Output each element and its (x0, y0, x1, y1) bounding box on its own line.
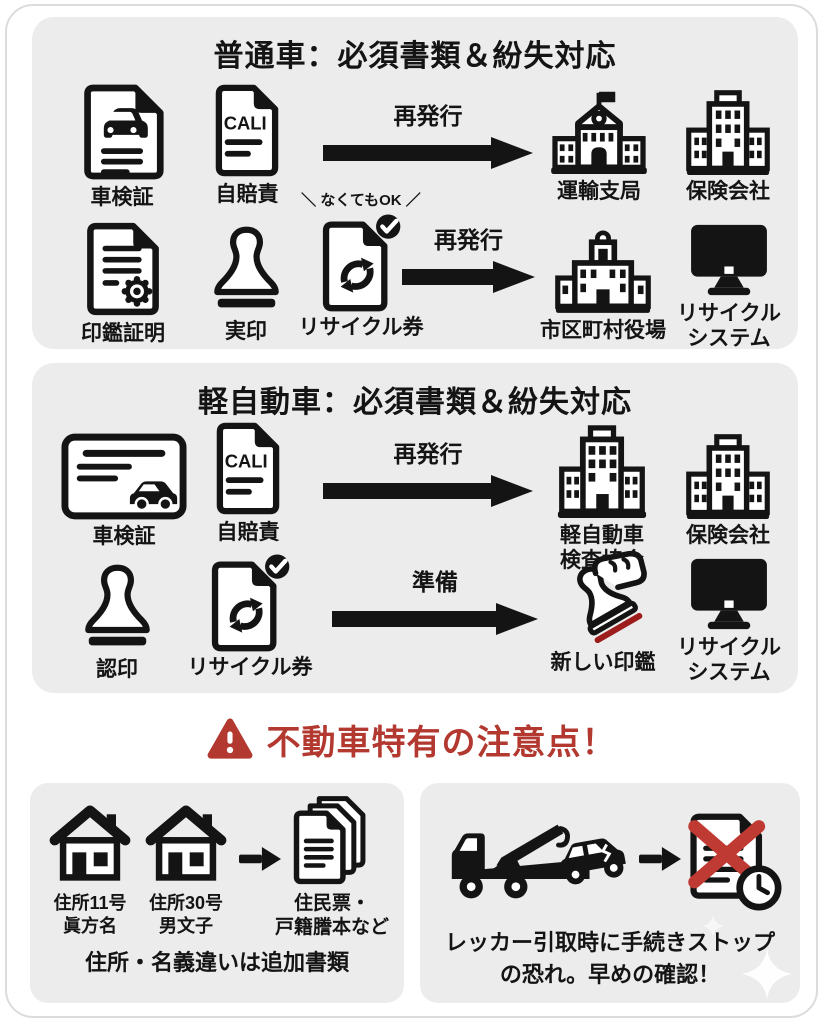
mitomein-item: 認印 (66, 563, 168, 683)
stamp-icon (80, 563, 155, 653)
insurance-building-icon (685, 433, 771, 519)
hand-holding-stamp-icon (577, 550, 647, 644)
reissue-arrow-kei-row1: 再発行 (322, 435, 534, 509)
arrow-label: 再発行 (393, 103, 463, 129)
item-label: リサイクル券 (298, 316, 424, 339)
item-label: 運輸支局 (557, 180, 641, 203)
warning-text: 不動車特有の注意点！ (266, 723, 617, 762)
recycle-system-monitor-icon (689, 557, 769, 631)
transport-bureau-item: 運輸支局 (537, 87, 661, 205)
kei-insurance-company-item: 保険会社 (672, 433, 784, 549)
regular-section-title: 普通車：必須書類＆紛失対応 (213, 40, 617, 73)
city-office-item: 市区町村役場 (534, 227, 672, 344)
item-label-line1: リサイクル (677, 302, 781, 325)
house-icon (145, 805, 227, 883)
stamp-icon (209, 225, 284, 315)
insurance-building-icon (685, 89, 771, 175)
prepare-arrow: 準備 (332, 563, 538, 637)
tow-truck-broken-car-icon (451, 824, 626, 899)
right-arrow-icon (402, 261, 535, 293)
warning-heading: 不動車特有の注意点！ (7, 709, 816, 769)
item-label: 保険会社 (686, 524, 770, 547)
item-label: 車検証 (90, 186, 154, 209)
transport-bureau-building-icon (551, 91, 647, 175)
small-right-arrow-icon (639, 847, 681, 871)
kei-inspection-org-item: 軽自動車 検査協会 (538, 425, 666, 574)
house2-label-line1: 住所30号 (148, 893, 224, 913)
address-mismatch-card: 住所11号 眞方名 住所30号 男文子 (30, 783, 404, 1003)
infographic-canvas: 普通車：必須書類＆紛失対応 車検証 自賠責 再発行 (5, 4, 818, 1018)
item-label-line2: システム (687, 326, 771, 350)
tow-caption-line2: の恐れ。早めの確認！ (499, 961, 721, 987)
right-arrow-icon (323, 137, 533, 169)
small-right-arrow-icon (239, 847, 281, 871)
reissue-arrow-row2: 再発行 (402, 221, 535, 295)
documents-stack-icon (293, 796, 366, 885)
item-label-line1: リサイクル (677, 636, 781, 659)
tow-card-caption: レッカー引取時に手続きストップ の恐れ。早めの確認！ (420, 927, 800, 991)
cali-doc-icon (212, 83, 282, 178)
item-label: 自賠責 (215, 183, 279, 206)
right-arrow-icon (332, 603, 538, 635)
extra-documents-item: 住民票・ 戸籍謄本など (275, 795, 390, 940)
house2-item: 住所30号 男文子 (130, 805, 242, 937)
item-label: 保険会社 (686, 180, 770, 203)
address-card-caption: 住所・名義違いは追加書類 (84, 950, 349, 975)
documents-label-line2: 戸籍謄本など (275, 916, 390, 938)
stopped-paperwork-clock-icon (688, 813, 782, 911)
arrow-label: 準備 (412, 569, 458, 595)
arrow-label: 再発行 (434, 227, 503, 253)
item-label: 認印 (96, 658, 138, 681)
kei-shaken-cert-item: 車検証 (57, 433, 191, 550)
recycle-ticket-item: ＼ なくてもOK ／ リサイクル券 (298, 189, 424, 341)
jibaiseki-item: 自賠責 (194, 83, 300, 208)
house1-label-line1: 住所11号 (53, 893, 127, 913)
tow-warning-card: レッカー引取時に手続きストップ の恐れ。早めの確認！ (420, 783, 800, 1003)
sparkle-icon (742, 949, 792, 999)
item-label: 車検証 (92, 525, 156, 548)
recycle-system-monitor-icon (689, 223, 769, 297)
documents-label-line1: 住民票・ (293, 893, 370, 914)
kei-inspection-building-icon (557, 425, 647, 518)
new-inkan-item: 新しい印鑑 (534, 549, 672, 676)
kei-recycle-ticket-item: リサイクル券 (186, 553, 314, 681)
shaken-cert-item: 車検証 (67, 83, 177, 211)
item-label: 実印 (225, 320, 267, 343)
reissue-arrow-row1: 再発行 (322, 97, 534, 171)
cali-doc-icon (213, 421, 283, 516)
item-label: 新しい印鑑 (550, 651, 656, 674)
warning-triangle-icon (207, 718, 252, 759)
recycle-ticket-doc-icon (318, 213, 404, 314)
arrow-label: 再発行 (393, 441, 463, 467)
vehicle-inspection-card-icon (61, 433, 187, 520)
section-regular-car: 普通車：必須書類＆紛失対応 車検証 自賠責 再発行 (32, 17, 798, 352)
house1-item: 住所11号 眞方名 (34, 805, 146, 937)
house-icon (49, 805, 131, 883)
kei-recycle-system-item: リサイクル システム (672, 557, 786, 686)
tow-caption-line1: レッカー引取時に手続きストップ (444, 930, 775, 955)
vehicle-inspection-doc-icon (84, 84, 164, 180)
item-label: 印鑑証明 (81, 322, 165, 345)
inkan-certificate-item: 印鑑証明 (62, 221, 184, 347)
item-label: リサイクル券 (187, 656, 313, 679)
recycle-system-item: リサイクル システム (672, 223, 786, 352)
house1-label-line2: 眞方名 (63, 915, 117, 936)
recycle-ticket-doc-icon (207, 553, 293, 654)
item-label-line1: 軽自動車 (560, 524, 644, 547)
kei-jibaiseki-item: 自賠責 (196, 421, 300, 546)
optional-note: ＼ なくてもOK ／ (301, 192, 421, 209)
section-kei-car: 軽自動車：必須書類＆紛失対応 車検証 自賠責 再発行 (32, 363, 798, 693)
insurance-company-item: 保険会社 (672, 89, 784, 205)
seal-certificate-doc-icon (87, 222, 159, 316)
registered-seal-item: 実印 (196, 225, 296, 345)
house2-label-line2: 男文子 (159, 915, 213, 936)
item-label: 市区町村役場 (540, 319, 666, 342)
item-label: 自賠責 (216, 521, 280, 544)
item-label-line2: システム (687, 660, 771, 684)
city-office-building-icon (555, 230, 651, 313)
kei-section-title: 軽自動車：必須書類＆紛失対応 (198, 386, 632, 419)
right-arrow-icon (323, 475, 533, 507)
sparkle-icon (702, 915, 724, 937)
